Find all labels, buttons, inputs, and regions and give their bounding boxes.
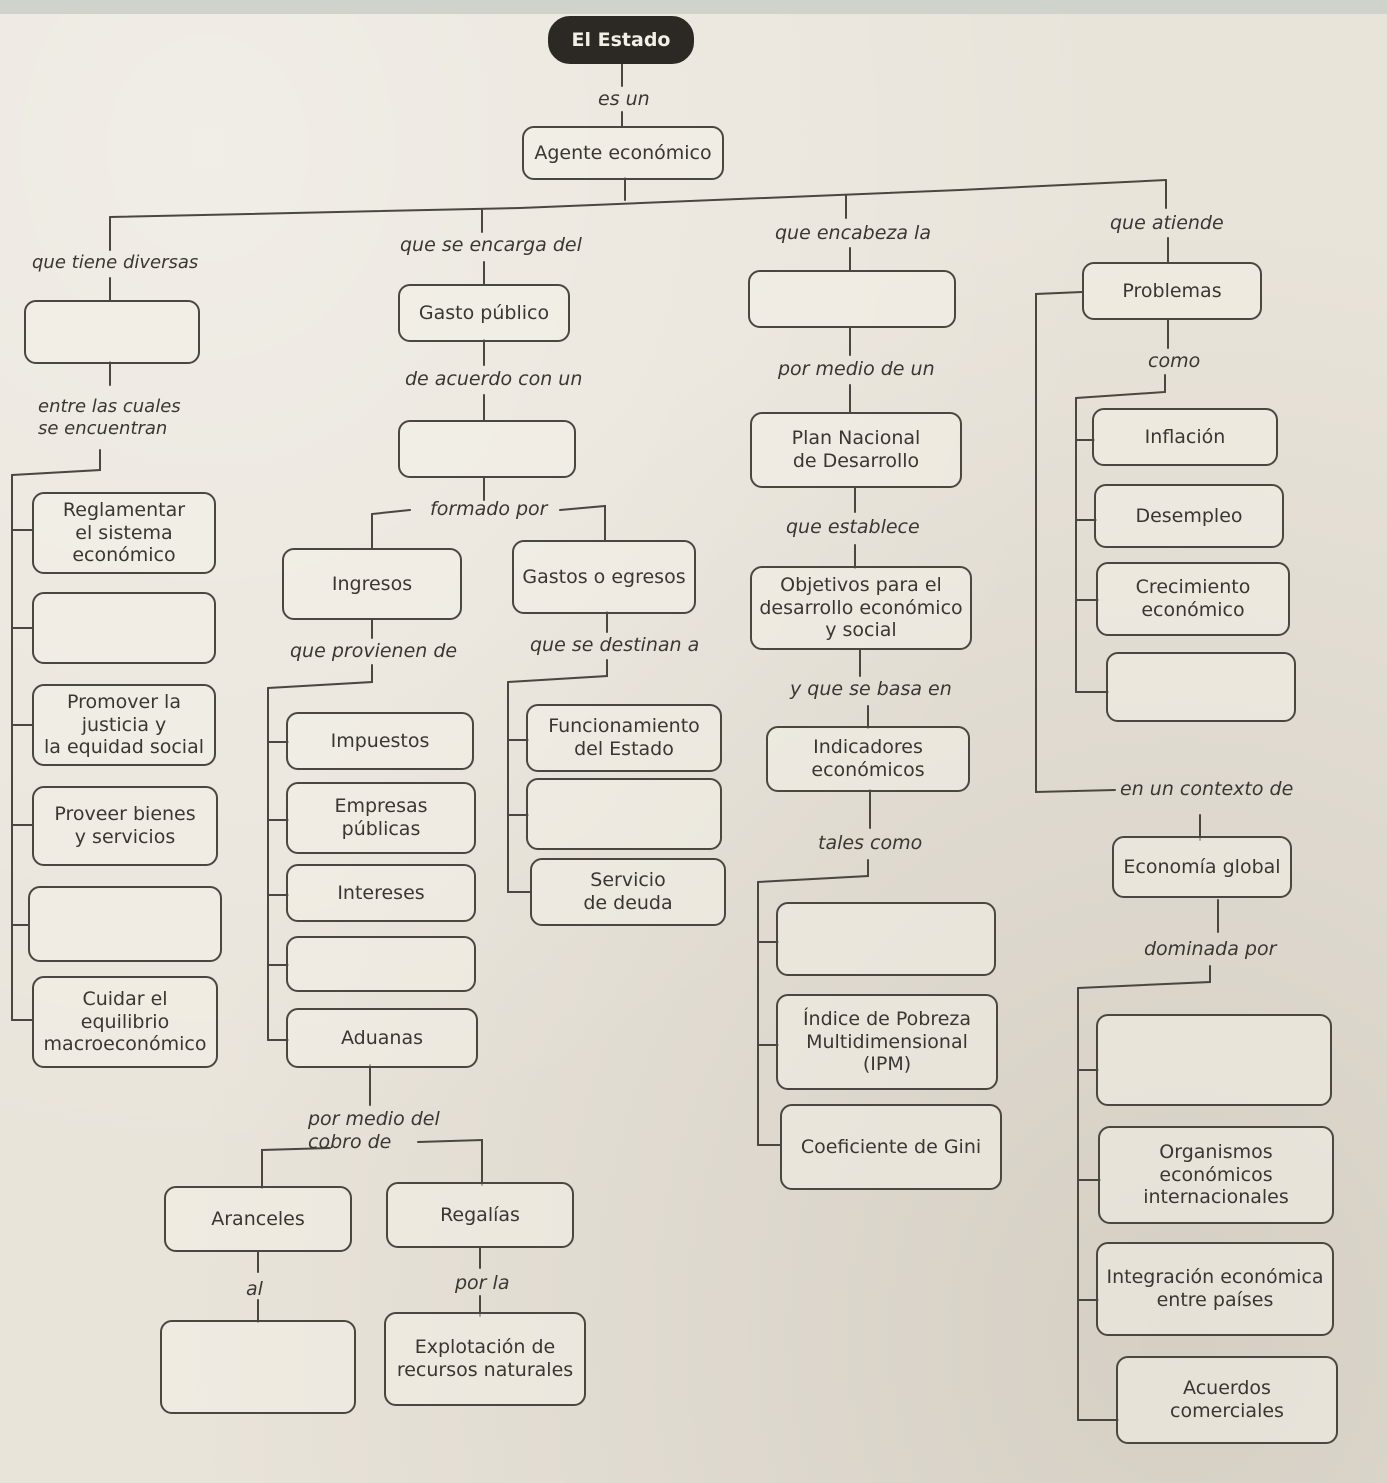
node-gastos: Gastos o egresos bbox=[512, 540, 696, 614]
blank-box-arancel bbox=[160, 1320, 356, 1414]
line-cobro-left bbox=[261, 1147, 331, 1189]
line-destinan-down bbox=[507, 659, 608, 683]
page-top-edge bbox=[0, 0, 1387, 14]
node-ingresos: Ingresos bbox=[282, 548, 462, 620]
node-regalias: Regalías bbox=[386, 1182, 574, 1248]
blank-box-gasto bbox=[526, 778, 722, 850]
connector-y-que-se-basa: y que se basa en bbox=[790, 678, 952, 700]
node-explotacion: Explotación de recursos naturales bbox=[384, 1312, 586, 1406]
root-node: El Estado bbox=[548, 16, 694, 64]
node-cuidar: Cuidar el equilibrio macroeconómico bbox=[32, 976, 218, 1068]
node-agente-economico: Agente económico bbox=[522, 126, 724, 180]
node-integracion: Integración económica entre países bbox=[1096, 1242, 1334, 1336]
node-servicio-deuda: Servicio de deuda bbox=[530, 858, 726, 926]
connector-por-medio-del-cobro: por medio del cobro de bbox=[308, 1108, 440, 1153]
blank-box-actor bbox=[1096, 1014, 1332, 1106]
connector-entre-las-cuales: entre las cuales se encuentran bbox=[38, 396, 181, 439]
connector-tales-como: tales como bbox=[818, 832, 923, 854]
connector-de-acuerdo: de acuerdo con un bbox=[405, 368, 583, 390]
connector-en-un-contexto: en un contexto de bbox=[1120, 778, 1294, 800]
blank-box-presupuesto bbox=[398, 420, 576, 478]
line-dominada-down bbox=[1077, 965, 1211, 989]
node-impuestos: Impuestos bbox=[286, 712, 474, 770]
blank-box-problema bbox=[1106, 652, 1296, 722]
connector-por-medio-de-un: por medio de un bbox=[778, 358, 935, 380]
node-aranceles: Aranceles bbox=[164, 1186, 352, 1252]
connector-que-se-encarga: que se encarga del bbox=[400, 234, 582, 256]
line-formado-right bbox=[559, 504, 606, 541]
node-aduanas: Aduanas bbox=[286, 1008, 478, 1068]
node-acuerdos: Acuerdos comerciales bbox=[1116, 1356, 1338, 1444]
node-crecimiento: Crecimiento económico bbox=[1096, 562, 1290, 636]
line-como-down bbox=[1075, 374, 1166, 399]
blank-box-entidad bbox=[748, 270, 956, 328]
line-top-bar bbox=[109, 179, 1167, 218]
node-problemas: Problemas bbox=[1082, 262, 1262, 320]
connector-que-se-destinan: que se destinan a bbox=[530, 634, 700, 656]
line-cobro-right bbox=[417, 1138, 483, 1186]
blank-box-funciones bbox=[24, 300, 200, 364]
node-proveer: Proveer bienes y servicios bbox=[32, 786, 218, 866]
node-reglamentar: Reglamentar el sistema económico bbox=[32, 492, 216, 574]
connector-por-la: por la bbox=[455, 1272, 510, 1294]
node-economia-global: Economía global bbox=[1112, 836, 1292, 898]
blank-box-funcion-2 bbox=[32, 592, 216, 664]
blank-box-funcion-3 bbox=[28, 886, 222, 962]
line-entre-down bbox=[11, 449, 101, 476]
node-inflacion: Inflación bbox=[1092, 408, 1278, 466]
connector-como: como bbox=[1148, 350, 1201, 372]
node-indicadores: Indicadores económicos bbox=[766, 726, 970, 792]
node-funcionamiento: Funcionamiento del Estado bbox=[526, 704, 722, 772]
node-objetivos: Objetivos para el desarrollo económico y… bbox=[750, 566, 972, 650]
connector-que-tiene: que tiene diversas bbox=[32, 252, 199, 273]
connector-que-encabeza: que encabeza la bbox=[775, 222, 931, 244]
connector-que-establece: que establece bbox=[786, 516, 920, 538]
node-desempleo: Desempleo bbox=[1094, 484, 1284, 548]
node-promover: Promover la justicia y la equidad social bbox=[32, 684, 216, 766]
blank-box-indicador bbox=[776, 902, 996, 976]
connector-que-atiende: que atiende bbox=[1110, 212, 1224, 234]
connector-formado-por: formado por bbox=[430, 498, 548, 520]
connector-que-provienen: que provienen de bbox=[290, 640, 458, 662]
blank-box-ingreso bbox=[286, 936, 476, 992]
line-formado-left bbox=[371, 509, 411, 549]
line-provienen-down bbox=[267, 664, 373, 689]
connector-al: al bbox=[246, 1278, 263, 1300]
connector-dominada-por: dominada por bbox=[1144, 938, 1277, 960]
line-problemas-left bbox=[1035, 291, 1116, 794]
node-intereses: Intereses bbox=[286, 864, 476, 922]
node-gini: Coeficiente de Gini bbox=[780, 1104, 1002, 1190]
line-tales-down bbox=[757, 859, 869, 883]
node-empresas-publicas: Empresas públicas bbox=[286, 782, 476, 854]
connector-es-un: es un bbox=[598, 88, 650, 110]
node-plan-nacional: Plan Nacional de Desarrollo bbox=[750, 412, 962, 488]
node-ipm: Índice de Pobreza Multidimensional (IPM) bbox=[776, 994, 998, 1090]
node-organismos: Organismos económicos internacionales bbox=[1098, 1126, 1334, 1224]
node-gasto-publico: Gasto público bbox=[398, 284, 570, 342]
